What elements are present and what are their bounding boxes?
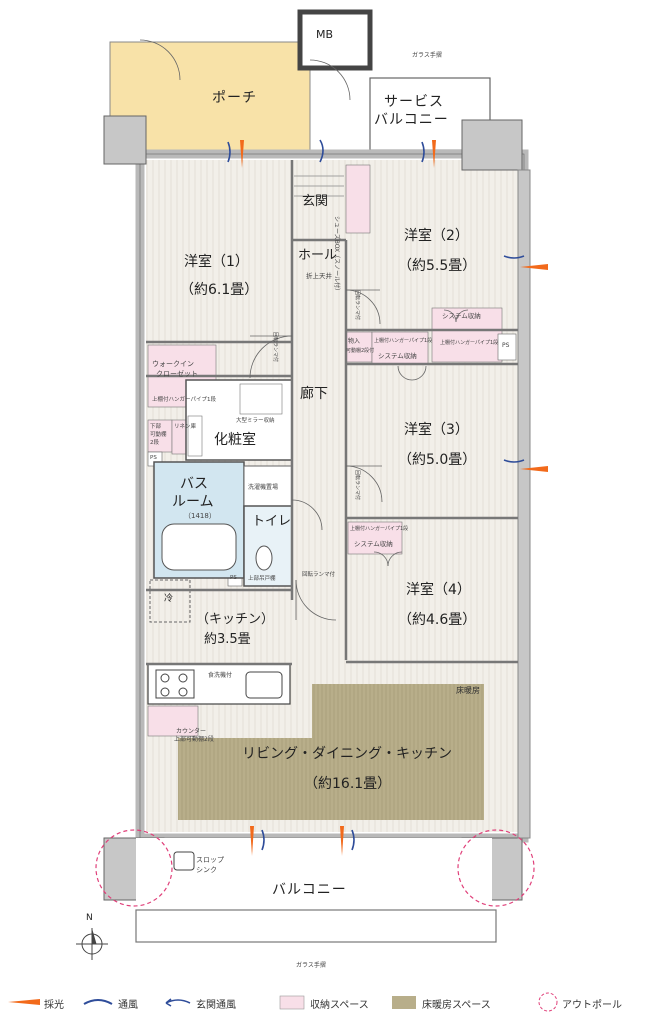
western4-size: （約4.6畳） [398,612,477,628]
compass [76,928,108,960]
bath-label-1: バス [180,476,208,492]
slop-sink [173,851,195,871]
hall-label: ホール [298,248,338,263]
system-storage-label-2: システム収納 [378,352,417,360]
mb-label: MB [316,28,334,41]
ps-box-2 [497,333,517,361]
ranma-note-4: 回転ランマ付 [354,470,360,501]
ps-label-2: PS [502,342,510,349]
storage-small-2: 可動棚2段付 [346,348,375,354]
legend-entrance-wind-label: 玄関通風 [196,1000,236,1011]
system-storage-4 [347,521,403,555]
legend-light-icon [8,999,40,1005]
western2-size: （約5.5畳） [398,258,477,274]
service-balcony-label-1: サービス [384,94,444,110]
service-balcony-label-2: バルコニー [374,112,449,128]
legend-heating-label: 床暖房スペース [422,1000,491,1011]
balcony-area [136,838,492,916]
western3-size: （約5.0畳） [398,452,477,468]
fridge-space [149,579,191,623]
balcony-label: バルコニー [272,882,347,898]
dishwasher-label: 食洗機付 [208,672,233,679]
ranma-note-1: 回転ランマ付 [302,572,336,578]
shoes-box [345,164,371,234]
western2-label: 洋室（2） [404,228,469,244]
floor-heating-area [178,684,484,820]
hanger-note-2b: 上棚付ハンガーパイプ1段 [440,340,499,346]
walkin-label-1: ウォークイン [152,360,194,368]
ps-label-1: PS [150,455,157,461]
legend-outpole-label: アウトポール [562,1000,622,1011]
system-storage-label-4: システム収納 [354,540,393,548]
legend-storage-icon [279,995,305,1010]
porch-label: ポーチ [212,90,257,106]
washer-label: 洗濯機置場 [248,484,279,491]
legend-entrance-wind-icon [165,998,191,1007]
kitchen-label-1: （キッチン） [196,612,275,627]
sink [245,671,283,699]
legend-light-label: 採光 [44,1000,64,1011]
outpole-marker-left [95,829,173,907]
lower-shelf-3: 2段 [150,440,159,446]
bath-size: （1418） [184,512,216,520]
slop-sink-label-1: スロップ [196,856,224,864]
legend-wind-icon [83,999,113,1005]
counter-note-1: カウンター [176,728,207,735]
western1-label: 洋室（1） [184,254,249,270]
corridor-label: 廊下 [300,386,328,402]
counter-note-2: 上部可動棚2段 [174,736,214,743]
legend-heating-icon [392,996,416,1009]
floor-heat-label: 床暖房 [456,686,480,695]
glass-railing [135,909,497,943]
compass-label: N [86,913,93,923]
ps-label-3: PS [230,575,237,581]
counter-storage [147,705,199,737]
ranma-note-3: 回転ランマ付 [354,290,360,321]
hanger-note-2: 上棚付ハンガーパイプ1段 [374,338,433,344]
western3-label: 洋室（3） [404,422,469,438]
legend-outpole-icon [538,992,558,1012]
pillar-top-left [103,115,147,165]
slop-sink-label-2: シンク [196,866,217,874]
lower-shelf-1: 下部 [150,424,162,430]
western4-label: 洋室（4） [406,582,471,598]
glass-rail-bottom: ガラス手摺 [296,962,326,969]
pillar-top-right [461,119,523,171]
toilet-room [243,505,293,587]
vanity-label: 化粧室 [214,432,256,448]
vanity-note: 大型ミラー収納 [236,418,275,424]
legend-storage-label: 収納スペース [310,1000,369,1011]
kitchen-label-2: 約3.5畳 [204,632,251,647]
toilet-note: 上部吊戸棚 [248,576,276,582]
system-storage-label-2b: システム収納 [442,312,481,320]
outpole-marker-right [457,829,535,907]
storage-hall [345,331,373,363]
ldk-label: リビング・ダイニング・キッチン [242,746,452,762]
linen-label: リネン庫 [174,424,197,430]
bath-label-2: ルーム [172,494,214,510]
light-arrows [240,140,548,856]
legend-wind-label: 通風 [118,1000,138,1011]
entrance-label: 玄関 [302,194,329,209]
toilet-label: トイレ [252,514,292,529]
hall-note: 折上天井 [306,272,332,280]
storage-small-1: 物入 [348,338,361,345]
walkin-note: 上棚付ハンガーパイプ1段 [152,397,216,403]
lower-shelf [147,419,173,453]
mb-box [297,9,373,71]
hanger-note-4: 上棚付ハンガーパイプ1段 [350,526,409,532]
ranma-note-2: 回転ランマ付 [272,332,278,363]
walkin-label-2: クローゼット [156,370,198,378]
bathtub [161,523,237,571]
western1-size: （約6.1畳） [180,282,259,298]
fridge-label: 冷 [164,594,174,604]
ldk-size: （約16.1畳） [304,776,392,792]
washer-space [243,465,293,507]
lower-shelf-2: 可動棚 [150,432,167,438]
wind-marks [227,139,525,851]
glass-rail-top: ガラス手摺 [412,52,442,59]
system-storage-2b [431,307,503,363]
